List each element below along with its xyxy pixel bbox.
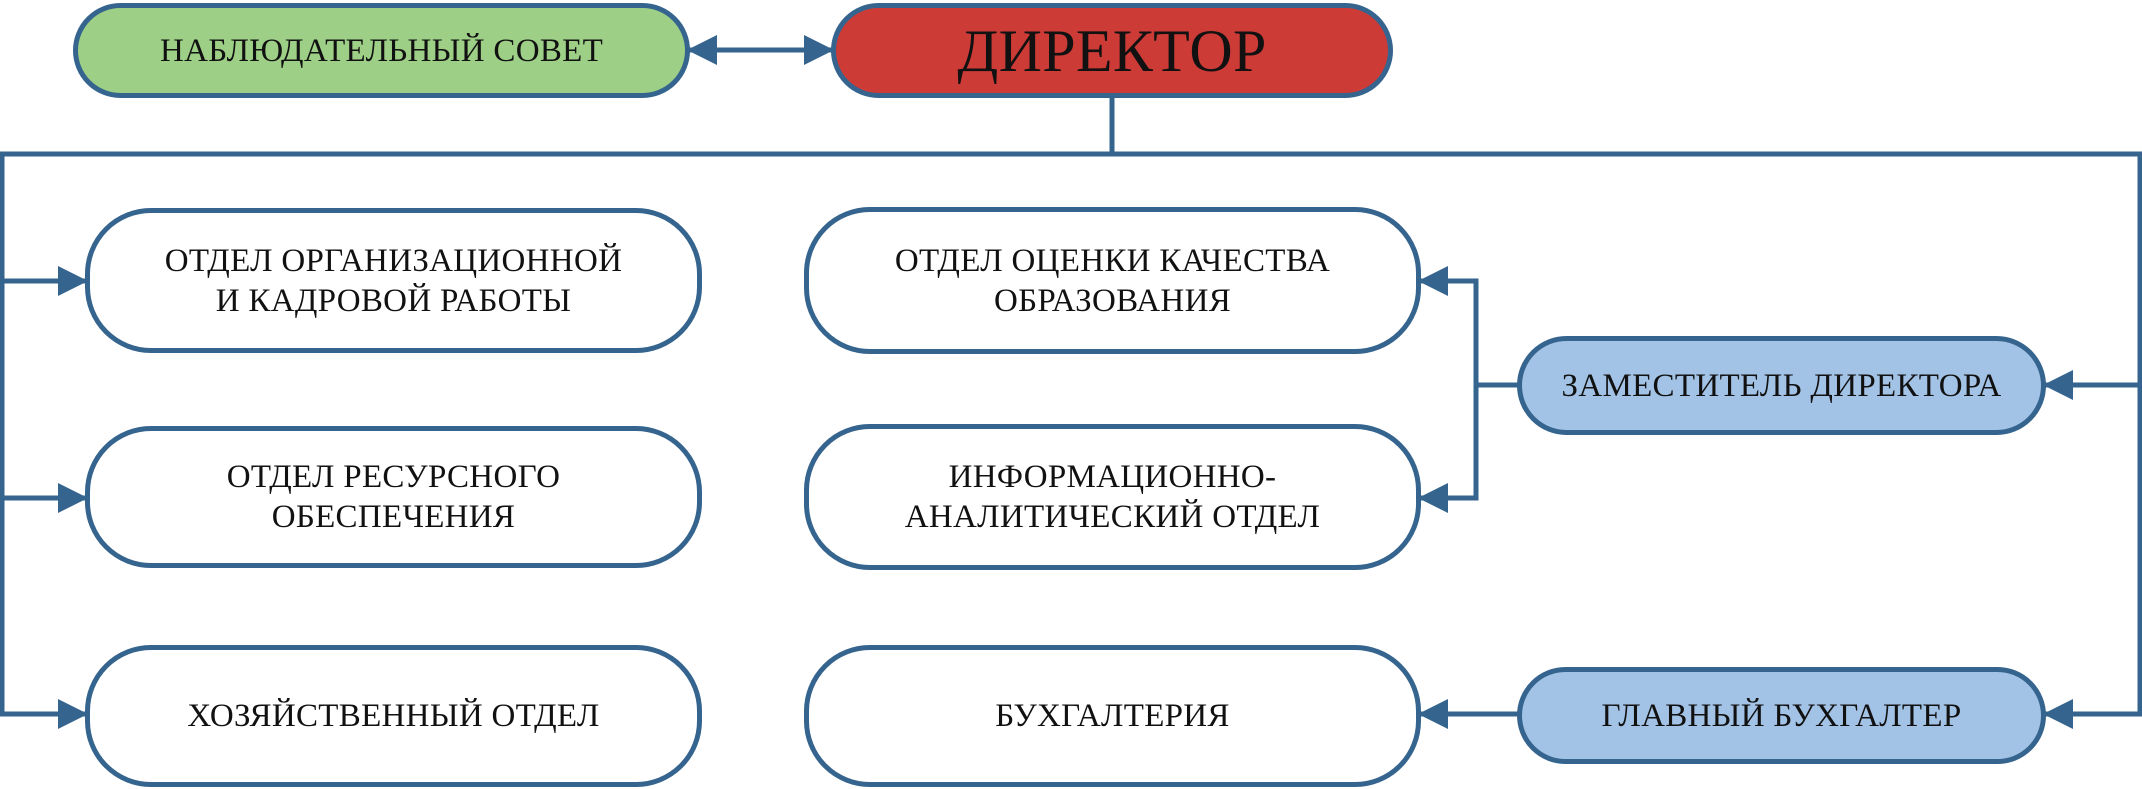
- household-department-box: ХОЗЯЙСТВЕННЫЙ ОТДЕЛ: [85, 645, 702, 787]
- deputy-director-box: ЗАМЕСТИТЕЛЬ ДИРЕКТОРА: [1517, 336, 2046, 435]
- education-quality-department-box: ОТДЕЛ ОЦЕНКИ КАЧЕСТВА ОБРАЗОВАНИЯ: [804, 207, 1421, 354]
- resource-department-box: ОТДЕЛ РЕСУРСНОГО ОБЕСПЕЧЕНИЯ: [85, 426, 702, 568]
- supervisory-board-box: НАБЛЮДАТЕЛЬНЫЙ СОВЕТ: [73, 3, 690, 98]
- director-box: ДИРЕКТОР: [831, 3, 1393, 98]
- information-analytics-department-box: ИНФОРМАЦИОННО- АНАЛИТИЧЕСКИЙ ОТДЕЛ: [804, 424, 1421, 570]
- hr-department-box: ОТДЕЛ ОРГАНИЗАЦИОННОЙ И КАДРОВОЙ РАБОТЫ: [85, 208, 702, 353]
- chief-accountant-box: ГЛАВНЫЙ БУХГАЛТЕР: [1517, 667, 2046, 764]
- accounting-box: БУХГАЛТЕРИЯ: [804, 645, 1421, 787]
